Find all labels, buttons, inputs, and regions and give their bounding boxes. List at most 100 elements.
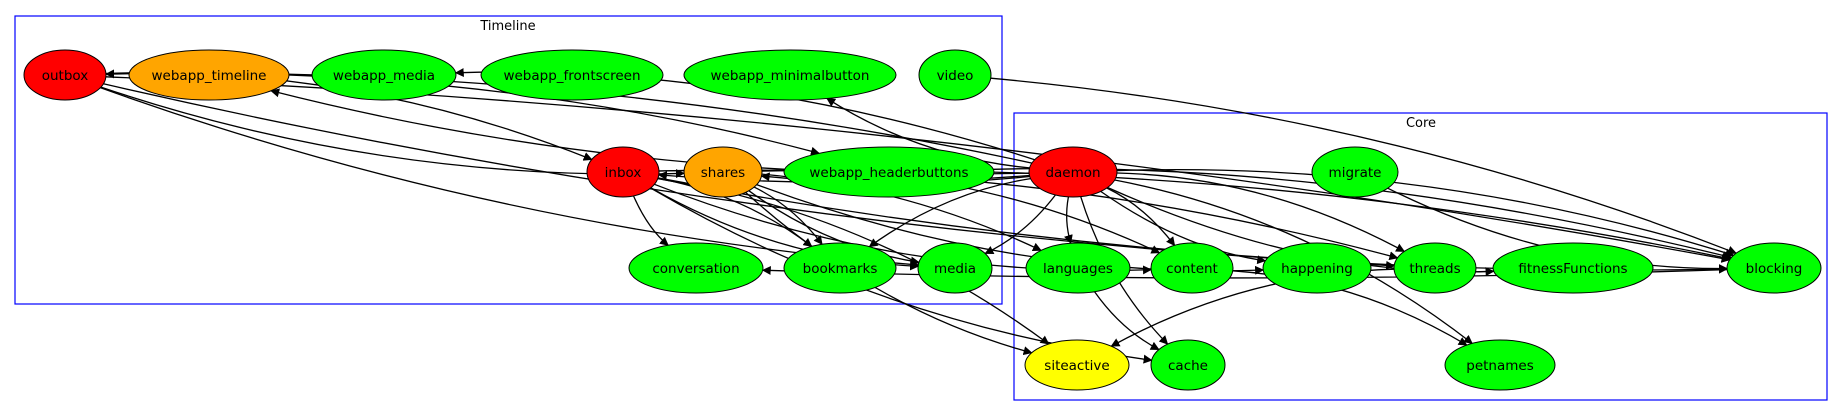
node-shape: [1024, 339, 1130, 391]
node-shape: [628, 242, 764, 294]
edge-daemon-to-languages: [1064, 196, 1073, 245]
node-shape: [1726, 242, 1822, 294]
cluster-border: [14, 15, 1003, 305]
node-happening: happening: [1262, 242, 1372, 294]
node-label: fitnessFunctions: [1518, 261, 1627, 277]
node-languages: languages: [1025, 242, 1131, 294]
node-shape: [1492, 242, 1654, 294]
node-conversation: conversation: [628, 242, 764, 294]
node-label: shares: [701, 165, 745, 181]
node-shape: [23, 49, 107, 101]
node-shape: [311, 49, 457, 101]
edge-daemon-to-threads: [1116, 172, 1406, 252]
node-shape: [1150, 242, 1234, 294]
edge-daemon-to-media: [984, 194, 1057, 255]
node-label: siteactive: [1044, 358, 1109, 374]
edge-line: [826, 97, 1030, 169]
cluster-label: Timeline: [479, 19, 535, 34]
node-shape: [918, 49, 992, 101]
node-label: webapp_media: [333, 68, 435, 84]
edge-line: [1114, 179, 1473, 344]
node-webapp_headerbuttons: webapp_headerbuttons: [783, 146, 995, 198]
node-label: conversation: [652, 261, 739, 277]
edge-line: [1094, 291, 1160, 351]
node-label: webapp_minimalbutton: [711, 68, 870, 84]
node-inbox: inbox: [586, 146, 660, 198]
edge-line: [748, 190, 920, 266]
node-video: video: [918, 49, 992, 101]
node-shape: [1444, 339, 1556, 391]
edge-line: [984, 194, 1057, 255]
node-shape: [480, 49, 664, 101]
node-label: webapp_frontscreen: [503, 68, 640, 84]
node-webapp_minimalbutton: webapp_minimalbutton: [683, 49, 897, 101]
node-shape: [586, 146, 660, 198]
node-daemon: daemon: [1028, 146, 1118, 198]
edge-daemon-to-blocking: [1116, 169, 1735, 258]
node-shape: [683, 146, 763, 198]
node-migrate: migrate: [1311, 146, 1399, 198]
node-label: blocking: [1746, 261, 1803, 277]
node-cache: cache: [1150, 339, 1226, 391]
node-label: inbox: [605, 165, 642, 181]
edge-line: [1100, 190, 1267, 265]
cluster-label: Core: [1406, 116, 1436, 131]
node-label: daemon: [1045, 165, 1100, 181]
node-label: outbox: [42, 68, 89, 84]
node-label: threads: [1409, 261, 1460, 277]
node-shape: [783, 146, 995, 198]
edge-content-to-petnames: [1232, 270, 1468, 346]
node-label: webapp_timeline: [152, 68, 267, 84]
edge-daemon-to-petnames: [1114, 179, 1473, 344]
edge-line: [745, 191, 1033, 356]
node-shape: [1311, 146, 1399, 198]
node-shape: [1025, 242, 1131, 294]
node-label: media: [934, 261, 976, 277]
edge-line: [1064, 196, 1073, 245]
cluster-border: [1013, 112, 1828, 401]
edge-line: [1116, 172, 1406, 252]
edge-line: [1232, 270, 1468, 346]
node-outbox: outbox: [23, 49, 107, 101]
node-bookmarks: bookmarks: [783, 242, 897, 294]
node-shape: [1028, 146, 1118, 198]
edge-shares-to-bookmarks: [753, 186, 823, 246]
node-label: migrate: [1329, 165, 1382, 181]
edge-line: [632, 195, 669, 246]
node-media: media: [917, 242, 993, 294]
node-webapp_timeline: webapp_timeline: [128, 49, 290, 101]
node-blocking: blocking: [1726, 242, 1822, 294]
edge-inbox-to-conversation: [632, 195, 669, 246]
node-shape: [783, 242, 897, 294]
node-label: languages: [1043, 261, 1113, 277]
edge-line: [1116, 169, 1735, 258]
node-shape: [128, 49, 290, 101]
node-label: happening: [1281, 261, 1353, 277]
node-label: petnames: [1466, 358, 1534, 374]
edge-daemon-to-bookmarks: [868, 177, 1031, 248]
edge-daemon-to-content: [1106, 187, 1176, 247]
node-label: bookmarks: [803, 261, 878, 277]
edge-line: [753, 186, 823, 246]
node-shape: [683, 49, 897, 101]
node-threads: threads: [1393, 242, 1477, 294]
node-webapp_media: webapp_media: [311, 49, 457, 101]
node-petnames: petnames: [1444, 339, 1556, 391]
edge-shares-to-media: [748, 190, 920, 266]
edge-daemon-to-webapp_minimalbutton: [826, 97, 1030, 169]
node-shape: [917, 242, 993, 294]
edge-line: [990, 77, 1737, 255]
node-siteactive: siteactive: [1024, 339, 1130, 391]
edge-daemon-to-happening: [1100, 190, 1267, 265]
edge-shares-to-siteactive: [745, 191, 1033, 356]
node-label: video: [937, 68, 974, 84]
node-webapp_frontscreen: webapp_frontscreen: [480, 49, 664, 101]
edge-languages-to-cache: [1094, 291, 1160, 351]
node-label: content: [1166, 261, 1218, 277]
node-label: cache: [1168, 358, 1208, 374]
edge-video-to-blocking: [990, 77, 1737, 255]
node-shares: shares: [683, 146, 763, 198]
node-fitnessFunctions: fitnessFunctions: [1492, 242, 1654, 294]
node-shape: [1262, 242, 1372, 294]
